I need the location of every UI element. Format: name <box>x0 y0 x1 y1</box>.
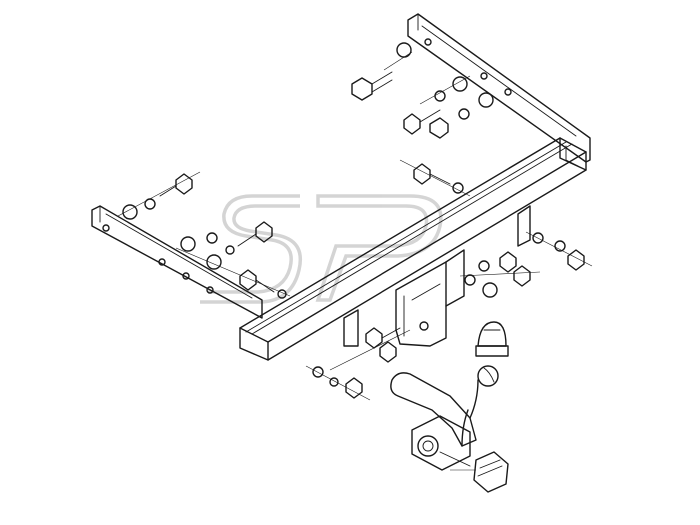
electrical-socket-plate <box>411 415 471 471</box>
left-mounting-bracket <box>91 205 263 319</box>
tow-ball-neck <box>390 365 499 447</box>
tow-ball-cap <box>475 321 509 357</box>
bolts-nuts-washers <box>117 42 593 401</box>
right-mounting-bracket <box>407 13 591 163</box>
watermark-logo <box>200 194 443 304</box>
towbar-crossbar <box>239 137 587 361</box>
electrical-socket <box>450 451 509 493</box>
center-mounting-plate <box>343 205 531 347</box>
